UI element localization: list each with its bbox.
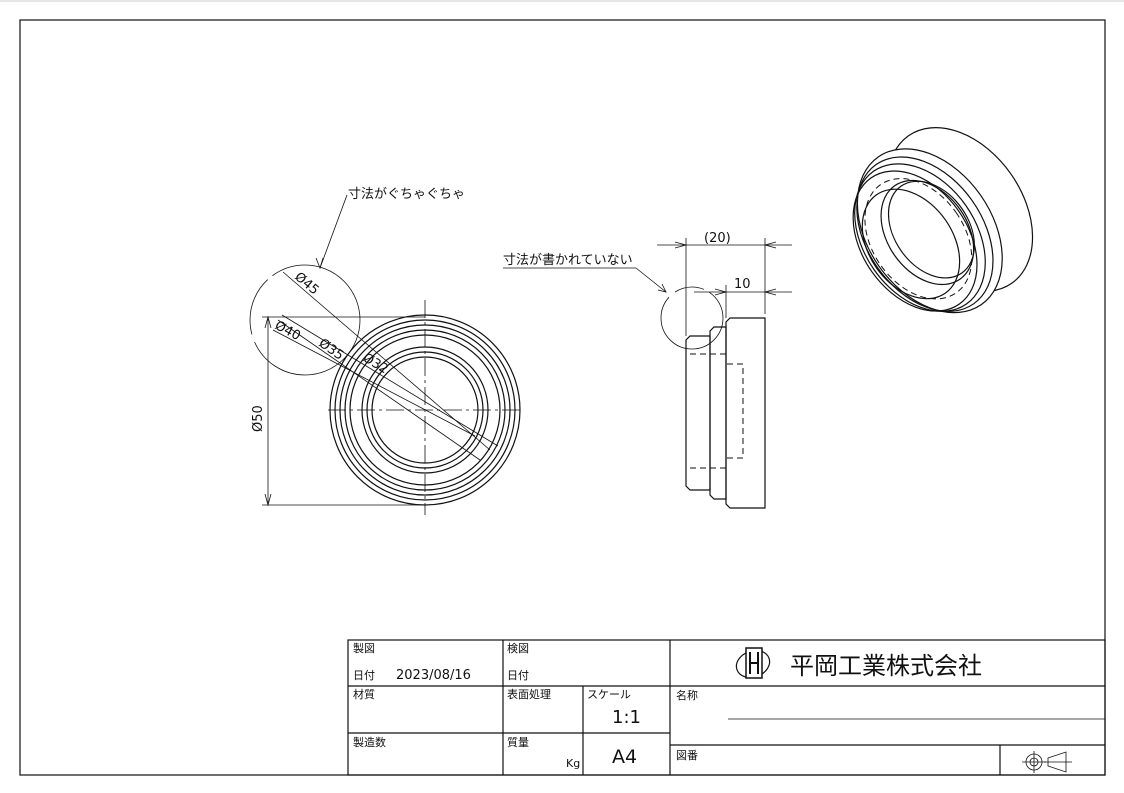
arrow-icon — [714, 288, 777, 296]
scale-label: スケール — [587, 688, 631, 701]
leader-line — [319, 194, 348, 269]
circle — [361, 346, 489, 474]
circle — [366, 351, 484, 469]
dim-20: (20) — [704, 231, 731, 246]
arrow-icon — [674, 241, 777, 249]
front-view: Ø45 Ø32 Ø35 Ø40 Ø50 寸法がぐちゃぐちゃ — [249, 187, 522, 515]
drawn-label: 製図 — [353, 641, 375, 655]
dim-line-d35 — [277, 319, 481, 461]
material-label: 材質 — [353, 687, 375, 701]
arrow-icon — [264, 315, 272, 507]
side-view: (20) 10 寸法が書かれていない — [503, 231, 792, 509]
dim-line-d32 — [281, 314, 499, 447]
arrow-icon — [657, 283, 667, 293]
dim-d45: Ø45 — [291, 270, 321, 299]
outline — [854, 163, 986, 312]
dim-10: 10 — [734, 277, 751, 292]
quantity-label: 製造数 — [353, 735, 386, 749]
name-label: 名称 — [676, 688, 698, 702]
outline — [856, 148, 1003, 314]
side-note: 寸法が書かれていない — [503, 253, 633, 268]
front-note: 寸法がぐちゃぐちゃ — [348, 187, 465, 202]
company-name: 平岡工業株式会社 — [790, 652, 982, 680]
scale-value: 1:1 — [612, 707, 641, 728]
circle — [334, 319, 516, 501]
middle-step — [709, 326, 727, 500]
date-value: 2023/08/16 — [396, 668, 471, 683]
title-block-frame — [347, 639, 1106, 776]
hidden-line — [864, 178, 973, 300]
small-step — [685, 335, 711, 491]
paper-size: A4 — [612, 746, 637, 768]
arrow-icon — [315, 257, 324, 270]
leader-line — [635, 267, 667, 293]
circle — [344, 329, 506, 491]
dim-d35: Ø35 — [316, 336, 347, 364]
dim-d50: Ø50 — [251, 405, 266, 432]
surface-label: 表面処理 — [507, 687, 551, 701]
third-angle-projection-icon — [1022, 751, 1072, 773]
title-block: 製図 日付 2023/08/16 検図 日付 平岡工業株式会社 材質 表面処理 … — [347, 639, 1106, 776]
hidden-line — [727, 363, 744, 459]
circle — [339, 324, 511, 496]
isometric-view — [852, 127, 1034, 314]
company-logo — [735, 647, 771, 679]
date-label: 日付 — [353, 669, 375, 682]
flange-body — [725, 317, 766, 509]
mass-unit: Kg — [566, 757, 580, 770]
drawing-no-label: 図番 — [676, 749, 698, 762]
outline — [852, 170, 978, 312]
callout-circle — [660, 286, 724, 350]
outline — [856, 156, 994, 312]
mass-label: 質量 — [507, 735, 529, 749]
outline — [887, 180, 975, 279]
outline — [880, 179, 975, 286]
checked-date-label: 日付 — [507, 669, 529, 682]
dim-line-d40 — [272, 329, 476, 437]
circle — [371, 356, 479, 464]
circle — [349, 334, 501, 486]
dim-d40: Ø40 — [272, 318, 303, 344]
outline — [861, 188, 961, 300]
checked-label: 検図 — [507, 641, 529, 655]
callout-circle — [249, 264, 361, 376]
